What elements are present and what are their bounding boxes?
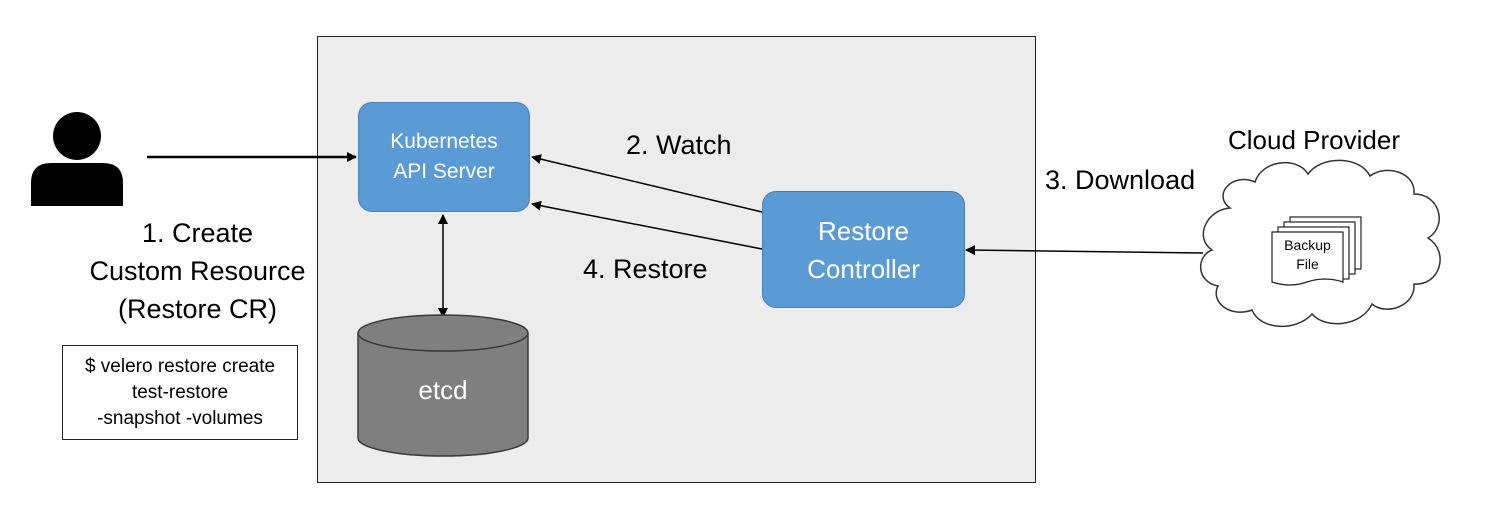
velero-command-box: $ velero restore create test-restore -sn…: [62, 345, 298, 440]
restore-controller-node: Restore Controller: [762, 191, 965, 308]
command-line1: $ velero restore create: [84, 355, 276, 377]
create-line1: 1. Create: [141, 218, 254, 248]
download-arrow: [965, 245, 1204, 256]
backup-file-label: Backup File: [1272, 236, 1343, 274]
download-label: 3. Download: [1045, 165, 1196, 195]
cloud-provider-title: Cloud Provider: [1228, 125, 1400, 155]
watch-label: 2. Watch: [626, 130, 732, 160]
backup-file-stack-icon: [1271, 216, 1362, 286]
restore-label: 4. Restore: [583, 254, 708, 284]
backup-file-line1: Backup: [1284, 237, 1331, 253]
kubernetes-api-server-node: Kubernetes API Server: [358, 102, 530, 212]
restore-arrow: [531, 200, 763, 250]
watch-arrow: [531, 154, 763, 213]
etcd-cylinder-icon: [357, 314, 529, 457]
api-server-line2: API Server: [393, 160, 495, 183]
restore-controller-line2: Controller: [807, 253, 920, 284]
backup-file-line2: File: [1296, 256, 1319, 272]
restore-controller-line1: Restore: [817, 215, 910, 246]
etcd-label: etcd: [418, 375, 468, 405]
create-line2: Custom Resource: [89, 256, 306, 286]
api-server-line1: Kubernetes: [390, 130, 498, 153]
create-label: 1. Create Custom Resource (Restore CR): [60, 214, 335, 328]
user-icon: [31, 112, 123, 206]
create-line3: (Restore CR): [117, 294, 278, 324]
command-line3: -snapshot -volumes: [97, 407, 263, 429]
command-line2: test-restore: [131, 381, 229, 403]
